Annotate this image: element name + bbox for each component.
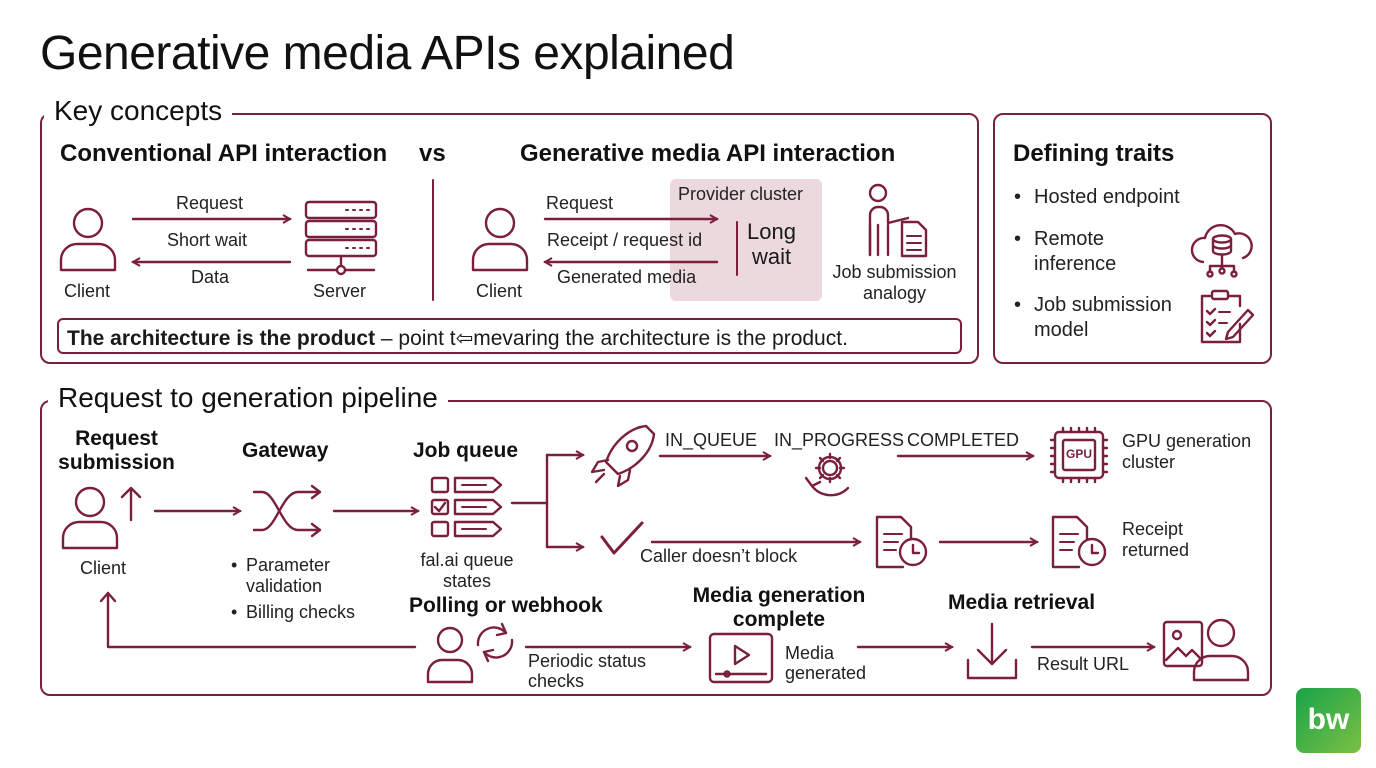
gateway-billing: Billing checks bbox=[246, 602, 356, 622]
receipt-document-clock-icon bbox=[1051, 515, 1107, 569]
architecture-note-text: – point t⇦mevaring the architecture is t… bbox=[375, 327, 848, 350]
periodic-label-1: Periodic status bbox=[528, 651, 647, 671]
media-complete-label-1: Media generation bbox=[692, 584, 866, 607]
in-progress-label: IN_PROGRESS bbox=[774, 430, 905, 450]
media-generated-label-1: Media bbox=[785, 643, 835, 663]
provider-cluster-label: Provider cluster bbox=[678, 184, 804, 204]
short-wait-label: Short wait bbox=[167, 230, 248, 250]
gear-cycle-icon bbox=[804, 452, 850, 497]
request-submission-label-1: Request bbox=[75, 427, 158, 450]
architecture-note-bold: The architecture is the product bbox=[67, 327, 376, 350]
generative-client-label: Client bbox=[476, 281, 523, 301]
gateway-label: Gateway bbox=[242, 439, 329, 462]
analogy-label-2: analogy bbox=[862, 283, 927, 303]
gateway-parameter: Parameter bbox=[246, 555, 331, 575]
polling-label: Polling or webhook bbox=[409, 594, 603, 617]
analogy-label-1: Job submission bbox=[832, 262, 957, 282]
bw-logo: bw bbox=[1296, 688, 1361, 753]
receipt-returned-label-2: returned bbox=[1122, 540, 1190, 560]
trait-hosted-endpoint: Hosted endpoint bbox=[1034, 186, 1180, 208]
shuffle-icon bbox=[252, 484, 322, 538]
conventional-heading: Conventional API interaction bbox=[60, 140, 388, 167]
receipt-label: Receipt / request id bbox=[547, 230, 703, 250]
gpu-chip-icon bbox=[1049, 426, 1109, 484]
job-queue-icon bbox=[430, 476, 503, 538]
request-submission-label-2: submission bbox=[58, 451, 175, 474]
key-concepts-heading: Key concepts bbox=[44, 95, 233, 127]
job-queue-label: Job queue bbox=[413, 439, 519, 462]
image-person-icon bbox=[1162, 618, 1250, 682]
cloud-database-icon bbox=[1190, 223, 1253, 278]
gpu-chip-text: GPU bbox=[1066, 447, 1093, 461]
download-icon bbox=[966, 622, 1018, 680]
client-person-icon bbox=[59, 207, 117, 272]
checkmark-icon bbox=[600, 521, 644, 555]
pipeline-client-icon bbox=[61, 486, 142, 550]
trait-inference: inference bbox=[1034, 253, 1117, 275]
trait-job-submission: Job submission bbox=[1034, 294, 1172, 316]
periodic-label-2: checks bbox=[528, 671, 585, 691]
key-concepts-panel bbox=[40, 113, 979, 364]
architecture-note: The architecture is the product – point … bbox=[57, 318, 962, 354]
pipeline-heading: Request to generation pipeline bbox=[48, 382, 448, 414]
server-icon bbox=[304, 200, 378, 276]
server-label: Server bbox=[313, 281, 367, 301]
long-wait-label-1: Long bbox=[747, 219, 796, 244]
in-queue-label: IN_QUEUE bbox=[665, 430, 758, 450]
queue-states-label-2: states bbox=[442, 571, 492, 591]
caller-label: Caller doesn’t block bbox=[640, 546, 798, 566]
page-title: Generative media APIs explained bbox=[40, 27, 735, 80]
result-url-label: Result URL bbox=[1037, 654, 1130, 674]
conventional-data-label: Data bbox=[191, 267, 230, 287]
trait-bullet-3: • bbox=[1014, 294, 1022, 316]
pipeline-panel bbox=[40, 400, 1272, 696]
media-complete-label-2: complete bbox=[732, 608, 826, 631]
trait-bullet-1: • bbox=[1014, 186, 1022, 208]
long-wait-label-2: wait bbox=[752, 244, 792, 269]
media-retrieval-label: Media retrieval bbox=[948, 591, 1096, 614]
trait-bullet-2: • bbox=[1014, 228, 1022, 250]
provider-cluster-box bbox=[670, 179, 822, 301]
gateway-bullet-2: • bbox=[231, 602, 238, 622]
gateway-validation: validation bbox=[246, 576, 323, 596]
defining-traits-panel bbox=[993, 113, 1272, 364]
media-generated-label-2: generated bbox=[785, 663, 867, 683]
queue-states-label-1: fal.ai queue bbox=[420, 550, 514, 570]
gpu-cluster-label-1: GPU generation bbox=[1122, 431, 1252, 451]
job-submission-analogy-icon bbox=[868, 183, 928, 258]
generated-media-label: Generated media bbox=[557, 267, 697, 287]
generative-request-label: Request bbox=[546, 193, 614, 213]
polling-person-icon bbox=[426, 622, 514, 684]
gpu-cluster-label-2: cluster bbox=[1122, 452, 1176, 472]
video-player-icon bbox=[708, 632, 774, 684]
document-clock-icon bbox=[875, 515, 928, 569]
conventional-client-label: Client bbox=[64, 281, 111, 301]
generative-client-person-icon bbox=[471, 207, 529, 272]
generative-heading: Generative media API interaction bbox=[520, 140, 896, 167]
vs-label: vs bbox=[419, 140, 446, 167]
pipeline-client-label: Client bbox=[80, 558, 127, 578]
conventional-request-label: Request bbox=[176, 193, 244, 213]
trait-model: model bbox=[1034, 319, 1089, 341]
trait-remote: Remote bbox=[1034, 228, 1105, 250]
receipt-returned-label-1: Receipt bbox=[1122, 519, 1184, 539]
queue-branch-arrows bbox=[510, 455, 583, 547]
polling-return-arrow bbox=[99, 591, 417, 649]
gateway-bullet-1: • bbox=[231, 555, 238, 575]
completed-label: COMPLETED bbox=[907, 430, 1020, 450]
rocket-icon bbox=[590, 424, 656, 488]
traits-heading: Defining traits bbox=[1013, 140, 1175, 167]
clipboard-checklist-icon bbox=[1200, 289, 1255, 344]
